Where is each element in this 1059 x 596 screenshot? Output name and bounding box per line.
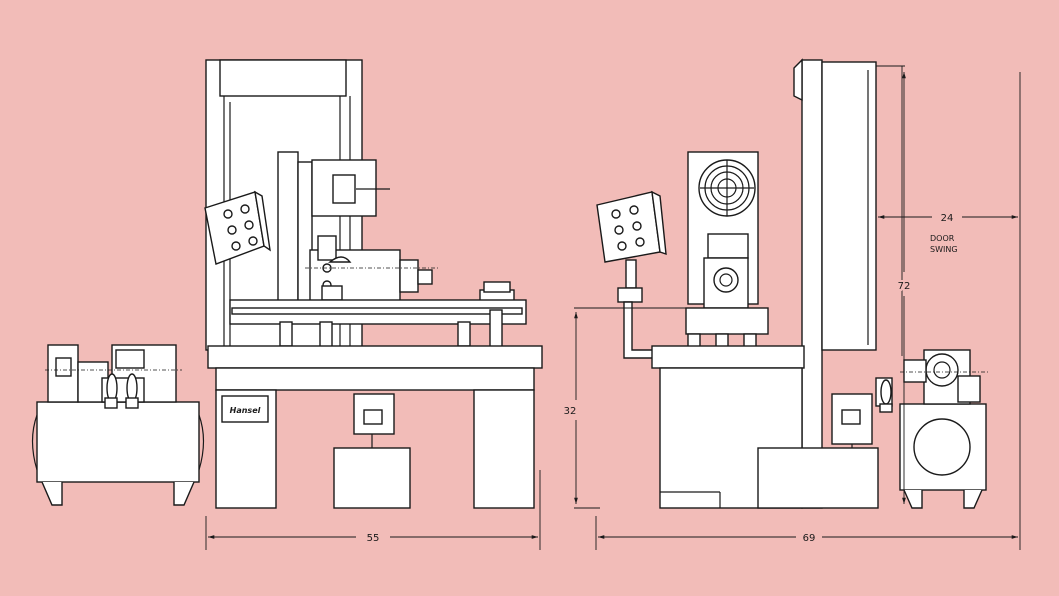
dimension-total-height: 72 [898, 281, 911, 292]
dimension-table-height: 32 [564, 406, 577, 417]
dimension-width-front: 55 [367, 533, 380, 544]
dimension-door-swing: 24 [941, 213, 954, 224]
manufacturer-badge: Hansel [230, 406, 261, 415]
side-view: 32 72 24 DOOR SWING 69 [564, 58, 1021, 550]
front-view: Hansel 55 [204, 59, 543, 550]
door-swing-label-line1: DOOR [930, 234, 955, 243]
dimension-width-side: 69 [803, 533, 816, 544]
door-swing-label-line2: SWING [930, 245, 958, 254]
hydraulic-power-unit-left [31, 344, 205, 506]
front-control-box [204, 190, 271, 265]
